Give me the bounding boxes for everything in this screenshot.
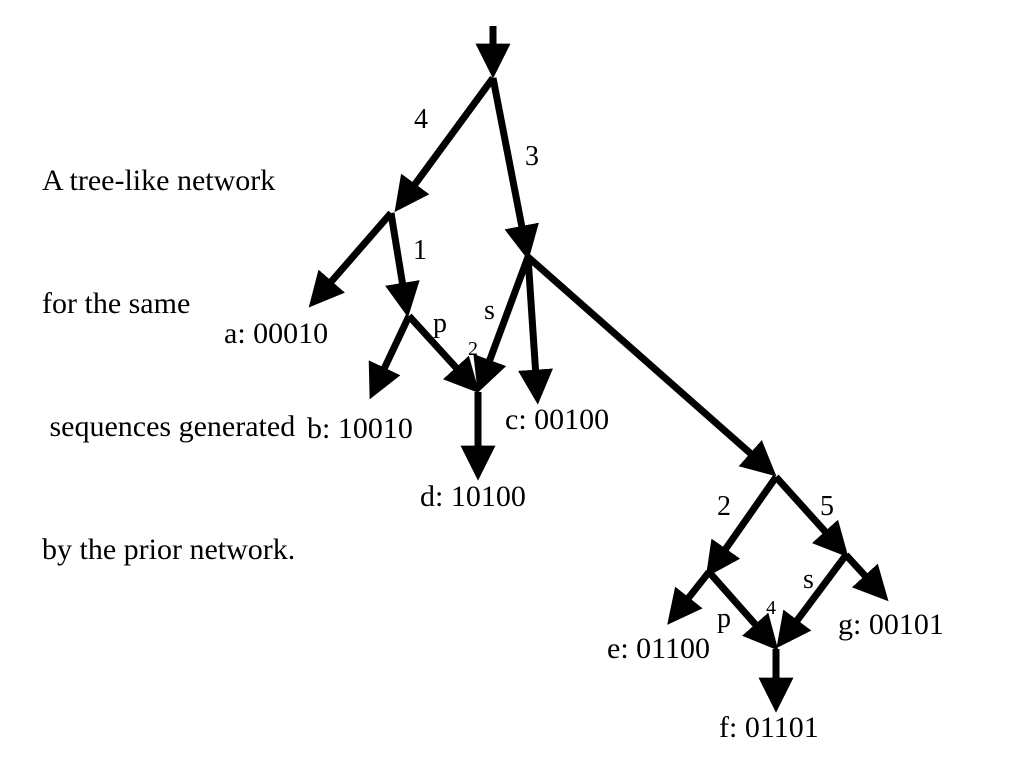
edge-label-p-lower: p [717, 603, 731, 634]
edge-label-s-lower: s [803, 564, 814, 595]
edge-label-lower-right: 5 [820, 491, 834, 522]
edge-right-node-to-lower [525, 254, 777, 477]
edge-left-node-to-inner [385, 212, 420, 318]
leaf-label-b: b: 10010 [307, 412, 413, 445]
diagram-caption: A tree-like network for the same sequenc… [42, 78, 295, 611]
edge-label-s-upper: s [484, 295, 495, 326]
edge-lower-to-left-child [705, 474, 779, 578]
edge-root-to-right-node [489, 77, 539, 261]
edge-to-leaf-a [308, 210, 394, 308]
caption-line: for the same [42, 287, 191, 320]
edge-label-lower-left: 2 [717, 491, 731, 522]
edge-to-leaf-c [518, 256, 553, 405]
edge-label-reticulation-2: 2 [468, 338, 478, 360]
leaf-label-d: d: 10100 [420, 480, 526, 513]
leaf-label-e: e: 01100 [607, 632, 710, 665]
edge-s-to-reticulation-2 [473, 255, 532, 393]
caption-line: by the prior network. [42, 533, 296, 566]
edge-label-left-inner: 1 [413, 235, 427, 266]
edge-lower-to-right-child [773, 474, 849, 558]
edge-label-reticulation-4: 4 [766, 597, 776, 619]
edge-label-p-upper: p [433, 308, 447, 339]
edge-label-root-right: 3 [525, 141, 539, 172]
leaf-label-g: g: 00101 [838, 608, 944, 641]
leaf-label-a: a: 00010 [224, 317, 328, 350]
edge-s-to-reticulation-4 [776, 552, 849, 649]
caption-line: sequences generated [42, 410, 296, 443]
edge-to-leaf-e [667, 569, 712, 625]
edge-p-to-reticulation-4 [706, 569, 779, 651]
edge-p-to-reticulation-2 [406, 313, 480, 394]
edge-to-leaf-b [368, 314, 413, 400]
caption-line: A tree-like network [42, 164, 276, 197]
edge-to-leaf-g [843, 552, 889, 602]
edge-root-to-left-node [394, 75, 496, 213]
leaf-label-f: f: 01101 [719, 711, 819, 744]
leaf-label-c: c: 00100 [505, 403, 609, 436]
edge-label-root-left: 4 [414, 104, 428, 135]
